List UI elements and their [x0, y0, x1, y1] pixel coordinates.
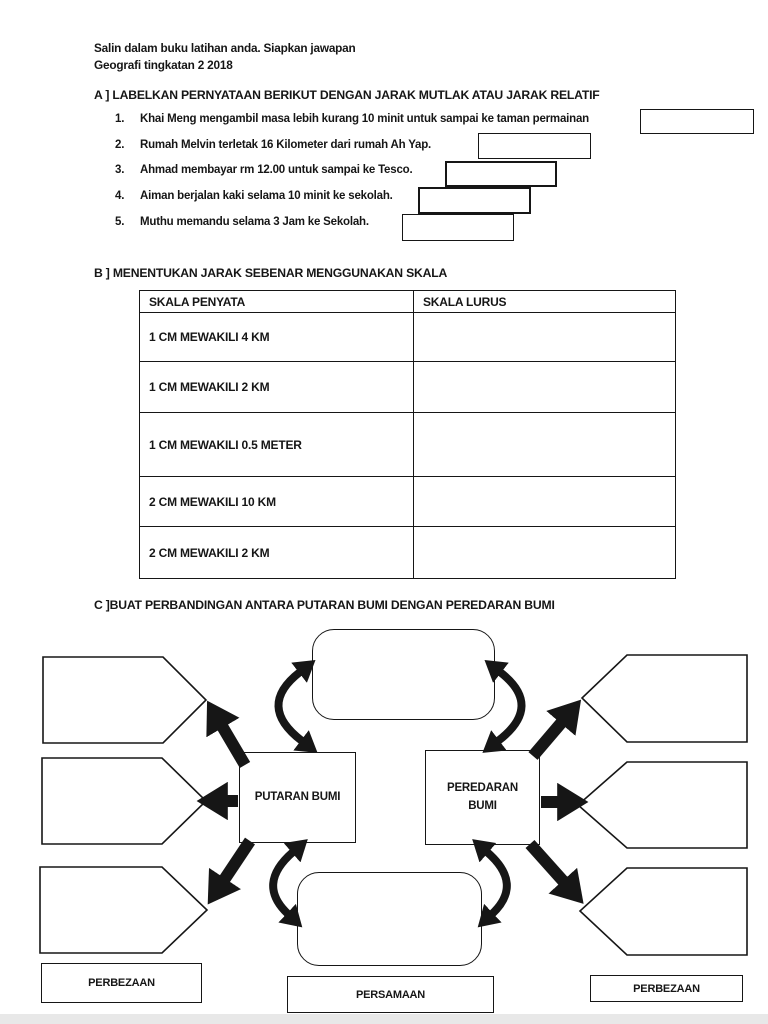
item-number: 4.: [115, 190, 125, 202]
item-text: Khai Meng mengambil masa lebih kurang 10…: [140, 113, 589, 125]
answer-box-5: [402, 214, 514, 241]
cell-skala-penyata: 1 CM MEWAKILI 4 KM: [140, 313, 414, 361]
list-item-5: 5. Muthu memandu selama 3 Jam ke Sekolah…: [115, 216, 755, 228]
col-header-skala-lurus: SKALA LURUS: [423, 294, 507, 309]
curved-arrow-bottom-right: [472, 839, 511, 928]
right-tag-1: [580, 654, 748, 743]
section-c-title: C ]BUAT PERBANDINGAN ANTARA PUTARAN BUMI…: [94, 598, 555, 612]
label-persamaan: PERSAMAAN: [287, 976, 494, 1013]
arrow-right-down: [525, 839, 584, 904]
cell-skala-penyata: 2 CM MEWAKILI 2 KM: [140, 527, 414, 578]
answer-box-2: [478, 133, 591, 159]
cell-skala-penyata: 2 CM MEWAKILI 10 KM: [140, 477, 414, 526]
footer-bar: [0, 1014, 768, 1024]
header-line-1: Salin dalam buku latihan anda. Siapkan j…: [94, 41, 356, 55]
cell-skala-penyata: 1 CM MEWAKILI 2 KM: [140, 362, 414, 412]
persamaan-text: PERSAMAAN: [355, 988, 426, 1001]
top-center-box: [312, 629, 495, 720]
cell-skala-lurus-empty: [414, 527, 675, 578]
item-number: 1.: [115, 113, 125, 125]
right-tag-3: [578, 867, 748, 956]
left-tag-1: [42, 656, 208, 744]
scale-table: SKALA PENYATA SKALA LURUS 1 CM MEWAKILI …: [139, 290, 676, 579]
cell-skala-lurus-empty: [414, 313, 675, 361]
left-tag-2: [41, 757, 208, 845]
section-a-title: A ] LABELKAN PERNYATAAN BERIKUT DENGAN J…: [94, 88, 600, 102]
putaran-bumi-label: PUTARAN BUMI: [254, 790, 341, 803]
table-row: 1 CM MEWAKILI 4 KM: [140, 312, 675, 361]
curved-arrow-top-right: [482, 660, 526, 753]
item-number: 3.: [115, 164, 125, 176]
list-item-2: 2. Rumah Melvin terletak 16 Kilometer da…: [115, 139, 755, 151]
cell-skala-lurus-empty: [414, 362, 675, 412]
cell-skala-penyata: 1 CM MEWAKILI 0.5 METER: [140, 413, 414, 476]
cell-skala-lurus-empty: [414, 413, 675, 476]
list-item-1: 1. Khai Meng mengambil masa lebih kurang…: [115, 113, 755, 125]
item-number: 5.: [115, 216, 125, 228]
answer-box-4: [418, 187, 531, 214]
table-row: 1 CM MEWAKILI 2 KM: [140, 361, 675, 412]
label-perbezaan-right: PERBEZAAN: [590, 975, 743, 1002]
table-row: 2 CM MEWAKILI 2 KM: [140, 526, 675, 578]
item-text: Ahmad membayar rm 12.00 untuk sampai ke …: [140, 164, 413, 176]
arrow-left-down: [207, 837, 255, 905]
putaran-bumi-box: PUTARAN BUMI: [239, 752, 356, 843]
header-line-2: Geografi tingkatan 2 2018: [94, 58, 233, 72]
cell-skala-lurus-empty: [414, 477, 675, 526]
answer-box-3: [445, 161, 557, 187]
peredaran-bumi-label: PEREDARAN BUMI: [446, 781, 519, 812]
perbezaan-right-text: PERBEZAAN: [633, 982, 700, 995]
curved-arrow-top-left: [274, 660, 318, 753]
table-row: 2 CM MEWAKILI 10 KM: [140, 476, 675, 526]
answer-box-1: [640, 109, 754, 134]
perbezaan-left-text: PERBEZAAN: [88, 977, 155, 989]
peredaran-bumi-box: PEREDARAN BUMI: [425, 750, 540, 845]
table-row: 1 CM MEWAKILI 0.5 METER: [140, 412, 675, 476]
section-b-title: B ] MENENTUKAN JARAK SEBENAR MENGGUNAKAN…: [94, 266, 448, 280]
item-number: 2.: [115, 139, 125, 151]
item-text: Muthu memandu selama 3 Jam ke Sekolah.: [140, 216, 369, 228]
right-tag-2: [576, 761, 748, 849]
list-item-4: 4. Aiman berjalan kaki selama 10 minit k…: [115, 190, 755, 202]
list-item-3: 3. Ahmad membayar rm 12.00 untuk sampai …: [115, 164, 755, 176]
col-header-skala-penyata: SKALA PENYATA: [140, 291, 414, 312]
item-text: Rumah Melvin terletak 16 Kilometer dari …: [140, 139, 432, 151]
left-tag-3: [39, 866, 209, 954]
bottom-center-box: [297, 872, 482, 966]
item-text: Aiman berjalan kaki selama 10 minit ke s…: [140, 190, 393, 202]
label-perbezaan-left: PERBEZAAN: [41, 963, 202, 1003]
curved-arrow-bottom-left: [269, 839, 308, 928]
table-header-row: SKALA PENYATA SKALA LURUS: [140, 291, 675, 312]
